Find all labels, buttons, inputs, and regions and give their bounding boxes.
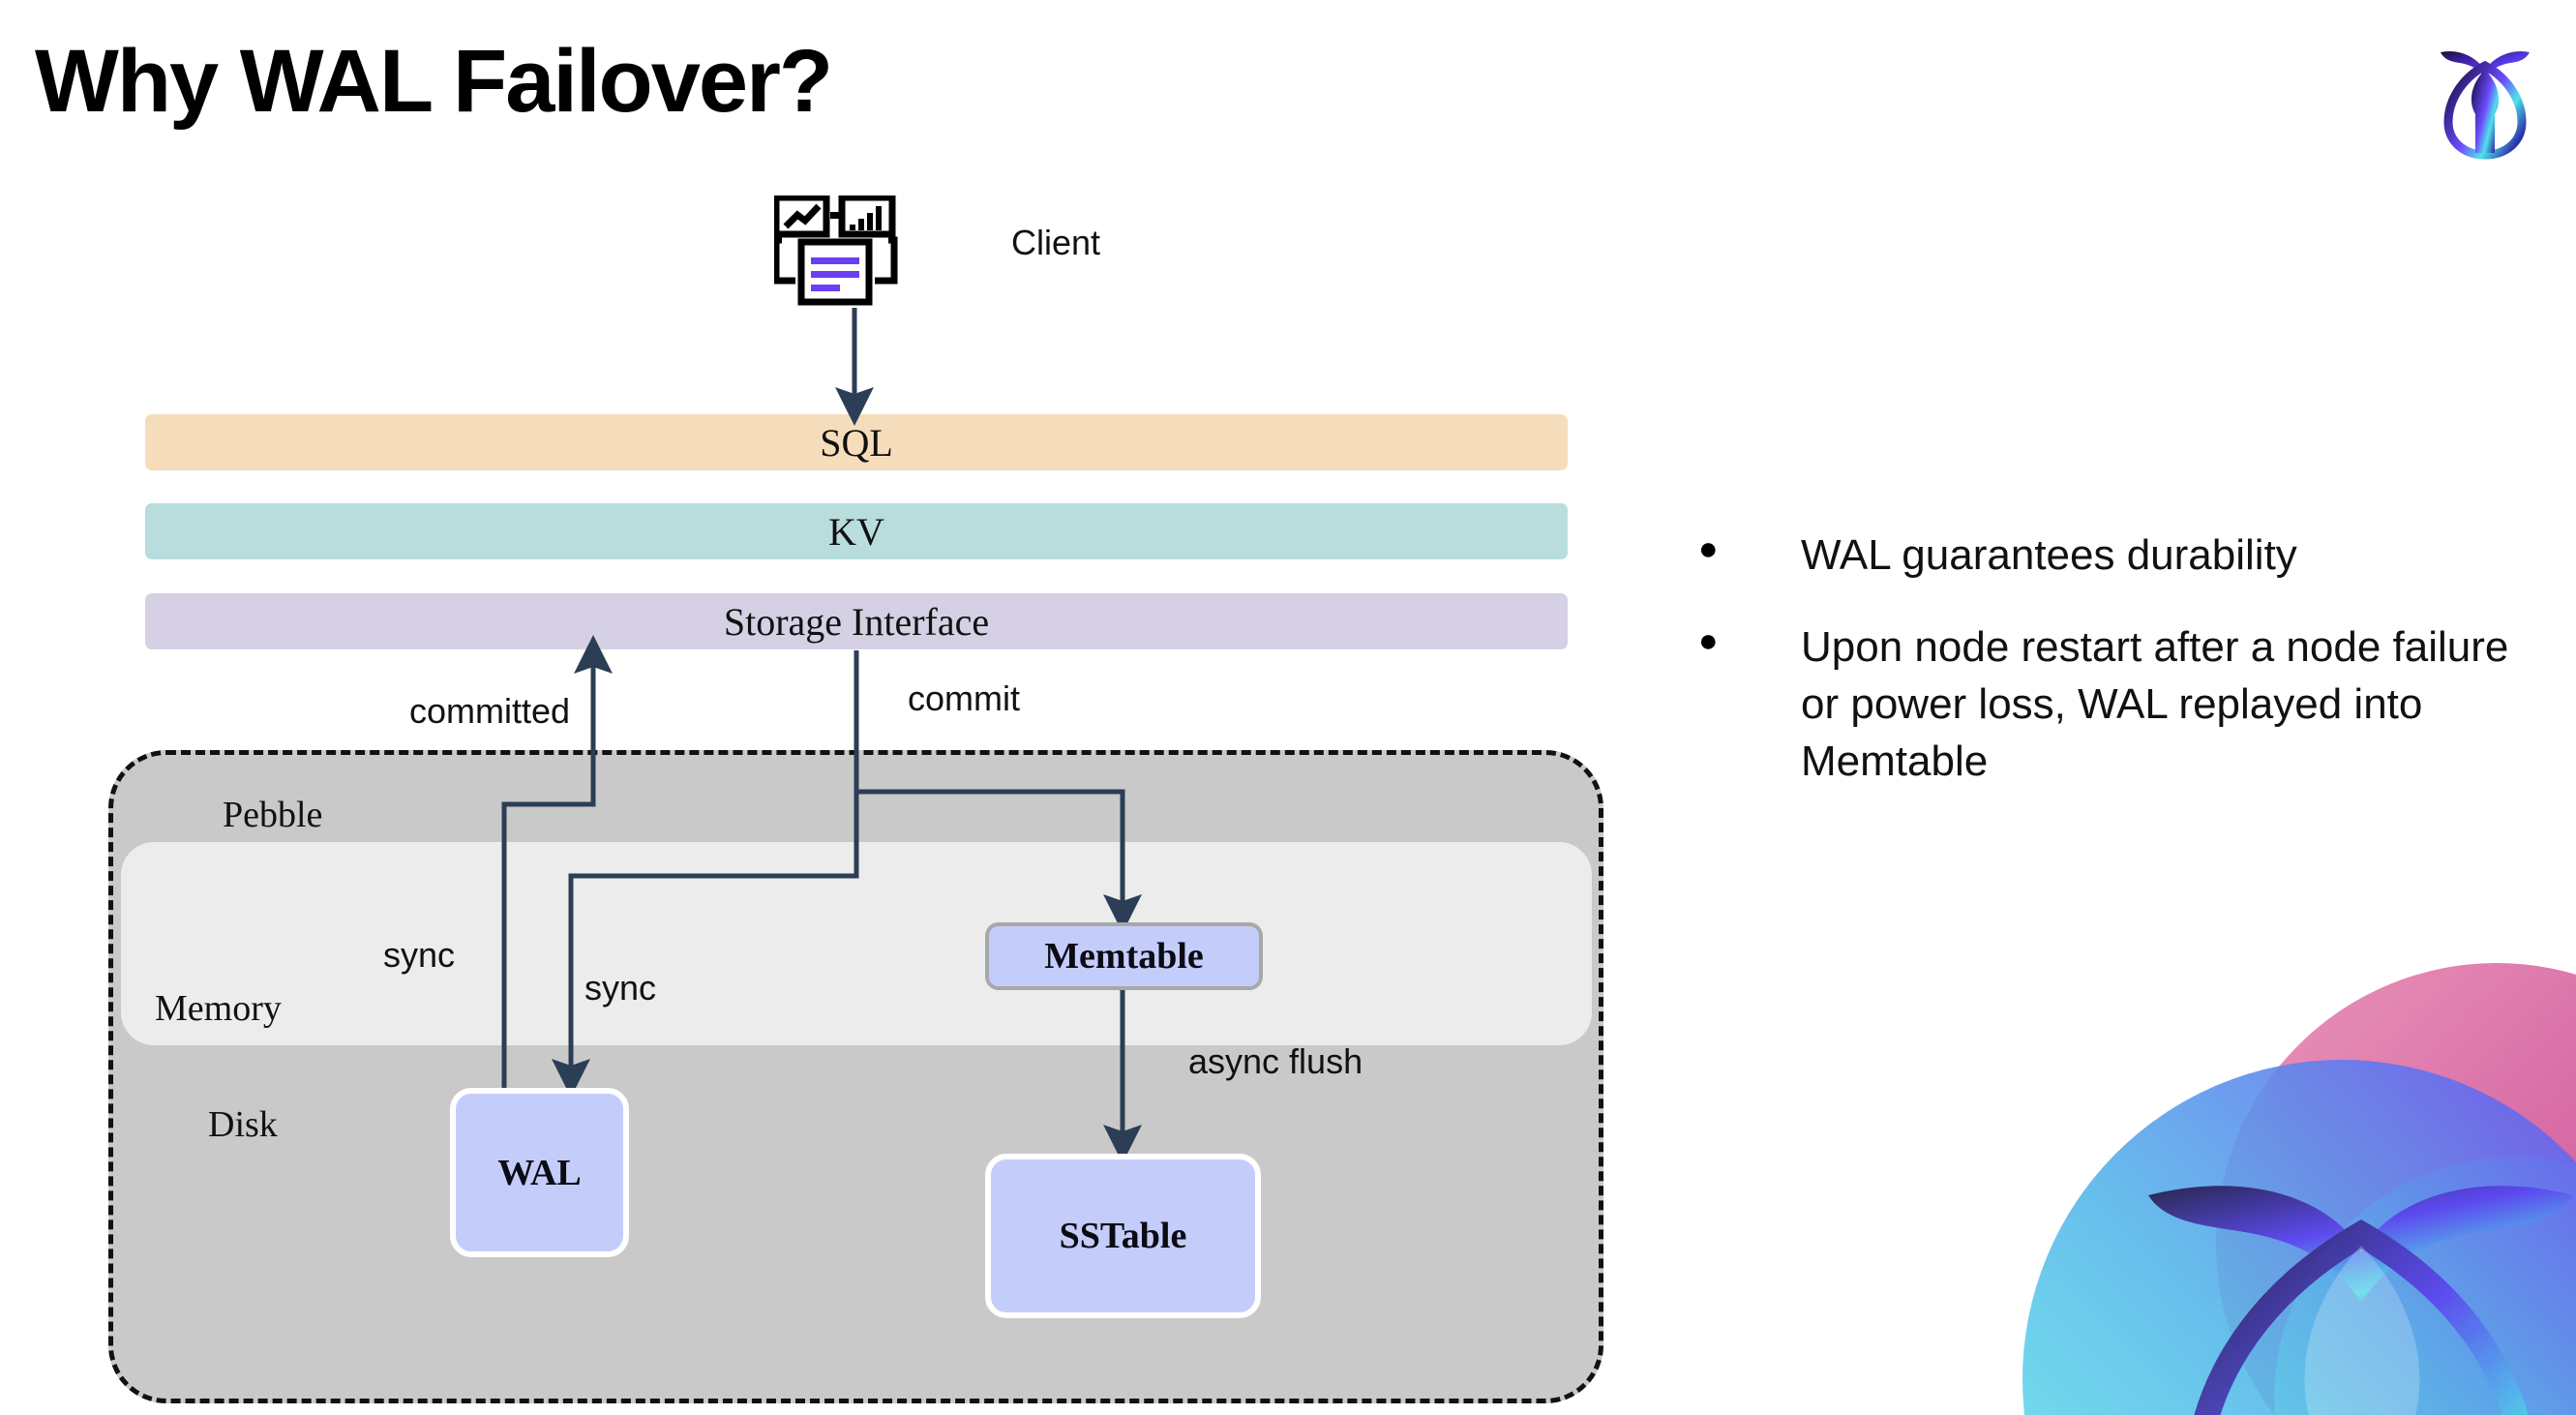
layer-bar-storage-label: Storage Interface <box>723 599 990 644</box>
decorative-logo-watermark <box>1974 944 2576 1415</box>
note-text: Upon node restart after a node failure o… <box>1801 622 2509 785</box>
cockroachdb-logo-icon <box>2417 27 2553 163</box>
disk-label: Disk <box>208 1104 278 1145</box>
node-memtable-label: Memtable <box>1044 936 1204 977</box>
bullet-glyph: ● <box>1698 621 1719 659</box>
edge-label-sync-right: sync <box>584 968 657 1008</box>
edge-label-async-flush: async flush <box>1188 1041 1363 1081</box>
node-sstable: SSTable <box>985 1154 1261 1318</box>
list-item: ● WAL guarantees durability <box>1698 527 2531 585</box>
pebble-label: Pebble <box>223 795 323 835</box>
note-text: WAL guarantees durability <box>1801 531 2297 579</box>
node-wal: WAL <box>450 1088 629 1257</box>
client-dashboard-icon <box>772 194 919 312</box>
bullet-glyph: ● <box>1698 530 1719 567</box>
layer-bar-sql: SQL <box>145 414 1568 470</box>
layer-bar-kv-label: KV <box>828 509 884 554</box>
memory-label: Memory <box>155 988 282 1029</box>
edge-label-commit: commit <box>908 678 1020 718</box>
client-label: Client <box>1011 223 1101 262</box>
memory-region <box>121 842 1592 1045</box>
notes-list: ● WAL guarantees durability ● Upon node … <box>1698 527 2531 826</box>
edge-label-committed: committed <box>409 691 571 731</box>
node-wal-label: WAL <box>497 1152 582 1193</box>
layer-bar-kv: KV <box>145 503 1568 559</box>
layer-bar-sql-label: SQL <box>820 420 893 465</box>
list-item: ● Upon node restart after a node failure… <box>1698 619 2531 791</box>
node-memtable: Memtable <box>985 922 1263 990</box>
page-title: Why WAL Failover? <box>35 32 833 131</box>
layer-bar-storage: Storage Interface <box>145 593 1568 649</box>
node-sstable-label: SSTable <box>1059 1216 1187 1256</box>
edge-label-sync-left: sync <box>383 935 456 975</box>
